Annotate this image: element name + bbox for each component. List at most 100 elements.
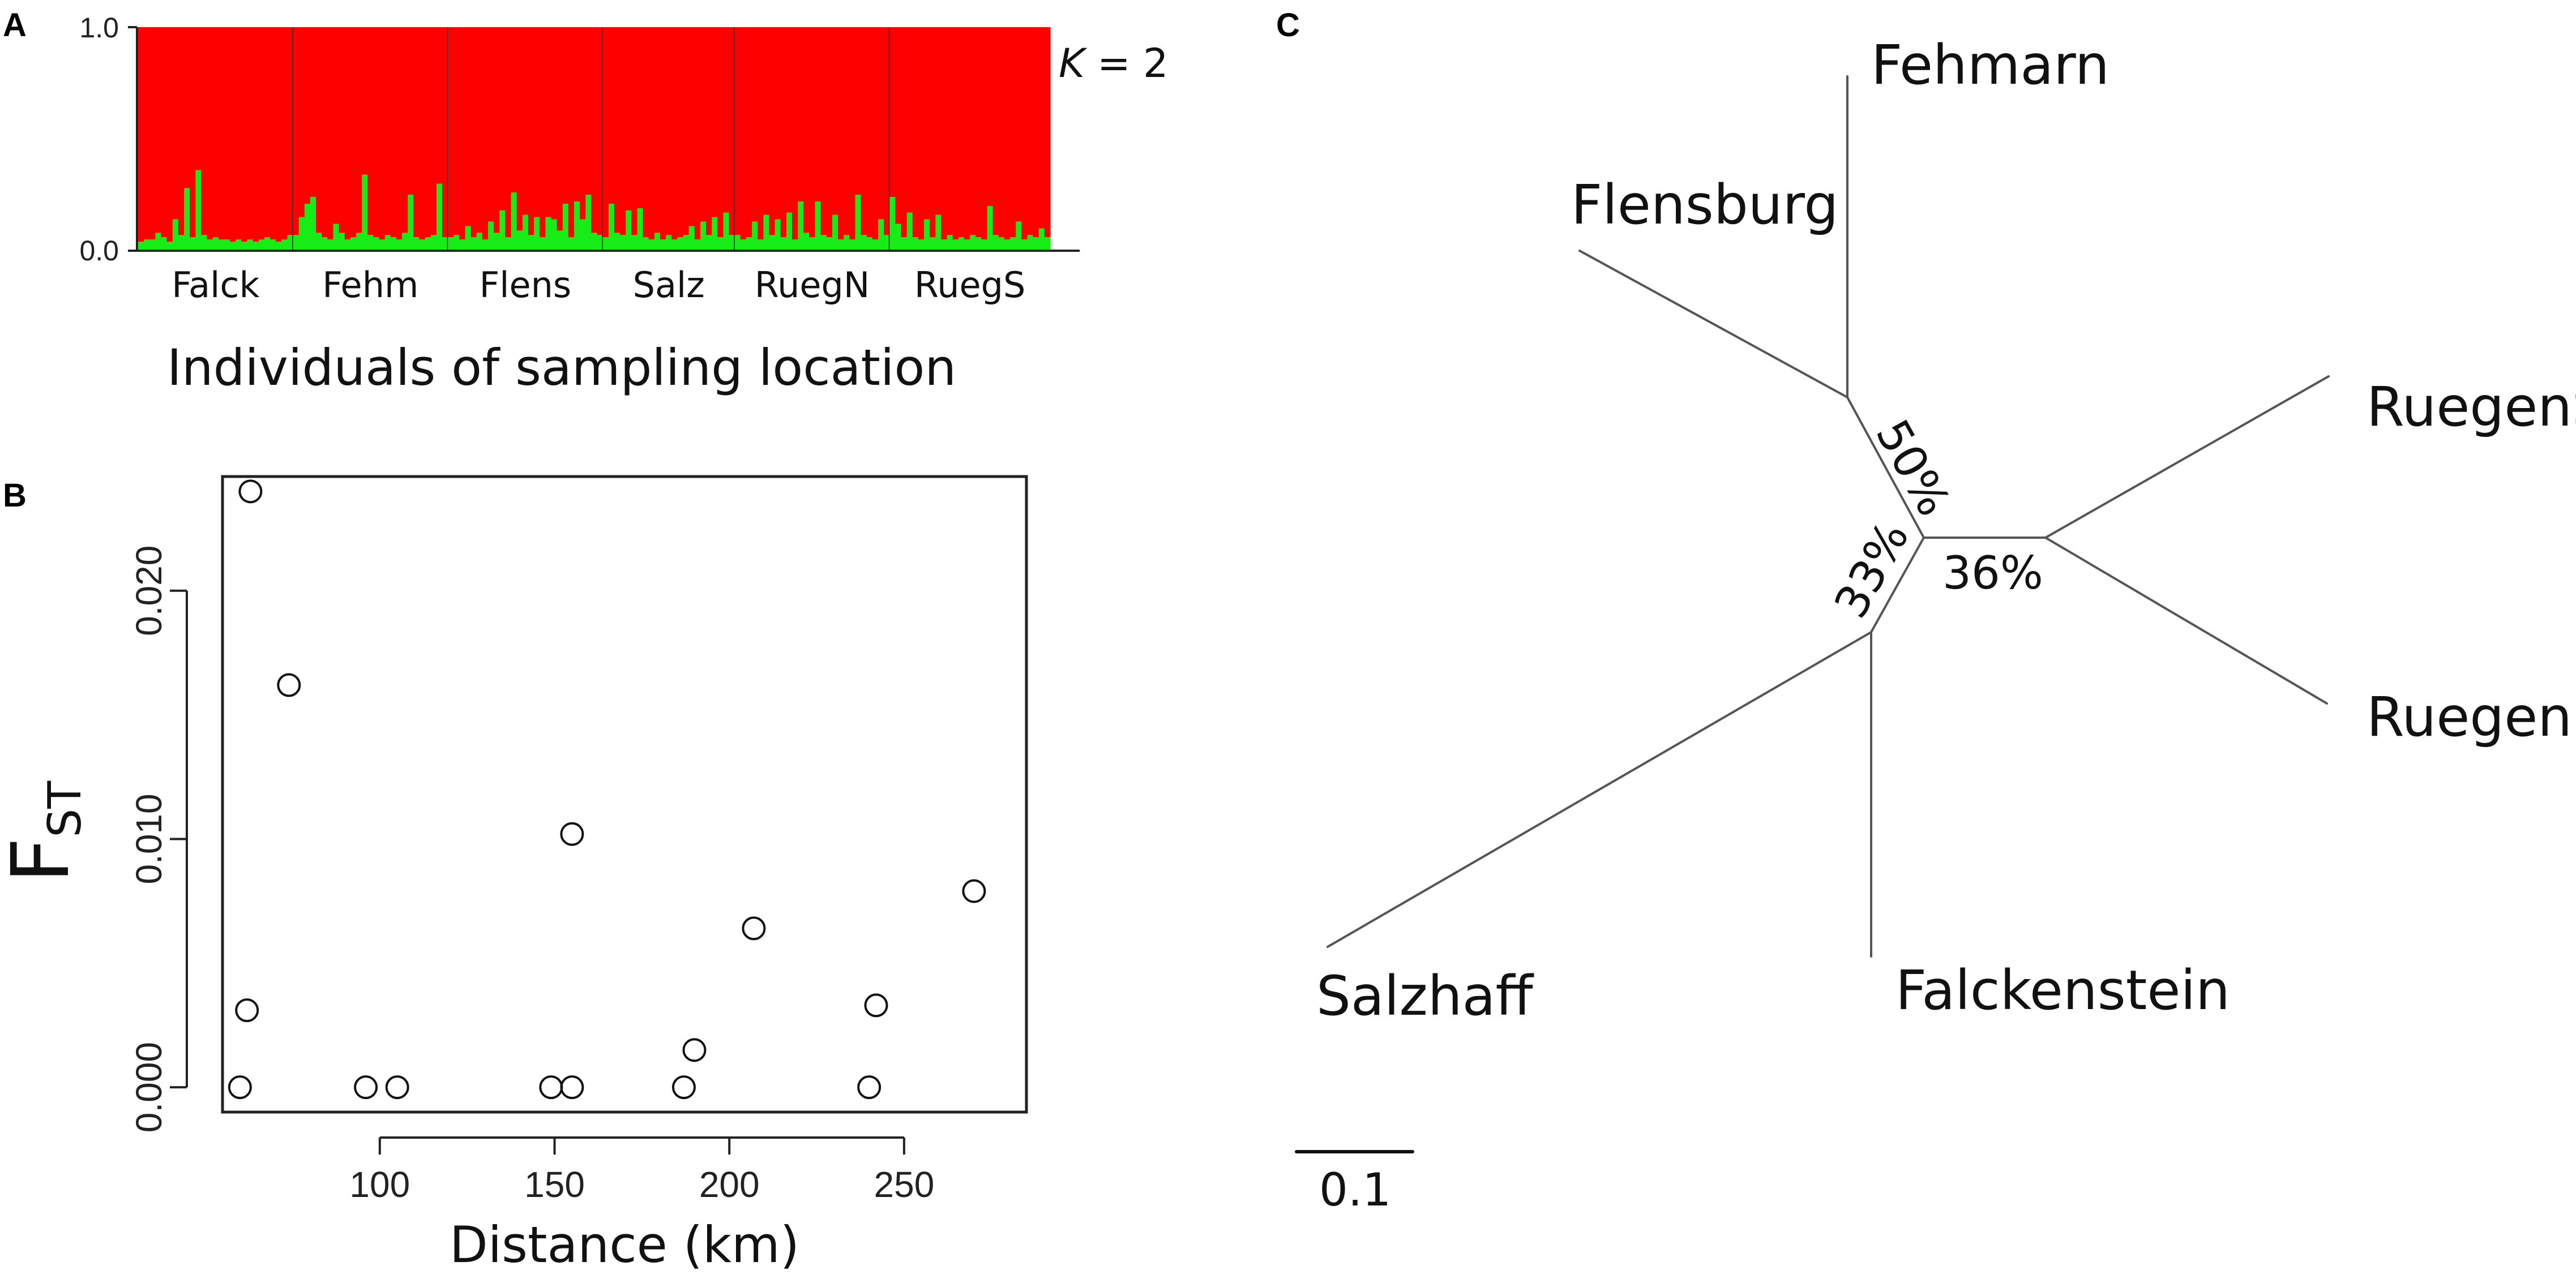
k-label-value: = 2	[1085, 40, 1169, 87]
structure-bar-red-RuegS-9	[941, 27, 948, 240]
structure-bar-green-RuegS-23	[1021, 239, 1028, 251]
structure-bar-green-Flens-1	[453, 235, 460, 251]
scatter-point-2	[560, 822, 584, 846]
structure-bar-green-RuegN-12	[803, 233, 810, 251]
structure-bar-red-RuegN-15	[820, 27, 827, 235]
structure-bar-red-RuegS-12	[958, 27, 965, 238]
structure-bar-green-Salz-10	[660, 239, 666, 251]
scatter-point-6	[235, 998, 259, 1023]
panel-a-letter: A	[3, 7, 27, 44]
structure-bar-red-RuegN-14	[815, 27, 821, 202]
structure-bar-red-RuegN-8	[780, 27, 787, 238]
structure-bar-red-RuegS-0	[889, 27, 896, 198]
structure-bar-green-Fehm-12	[362, 174, 368, 251]
structure-bar-green-RuegS-26	[1038, 228, 1045, 251]
structure-bar-green-Salz-13	[677, 237, 684, 251]
structure-bar-green-Falck-23	[270, 239, 276, 251]
structure-bar-red-Fehm-19	[402, 27, 408, 233]
structure-bar-red-Falck-6	[172, 27, 179, 220]
structure-bar-red-RuegS-7	[930, 27, 936, 238]
structure-bar-red-Falck-16	[230, 27, 236, 242]
structure-bar-green-RuegS-13	[964, 239, 970, 251]
structure-bar-green-Flens-0	[448, 237, 454, 251]
structure-bar-red-Fehm-11	[356, 27, 362, 233]
structure-bar-red-RuegN-23	[866, 27, 873, 238]
structure-bar-green-RuegN-24	[872, 239, 879, 251]
structure-bar-green-Falck-17	[236, 239, 242, 251]
structure-bar-red-RuegS-1	[895, 27, 902, 224]
structure-bar-green-RuegN-3	[752, 221, 758, 251]
scatter-point-1	[277, 673, 301, 697]
structure-bar-red-Flens-17	[545, 27, 552, 217]
structure-bar-red-Salz-8	[648, 27, 655, 240]
structure-bar-green-Fehm-6	[327, 239, 334, 251]
scatter-points	[228, 479, 986, 1100]
structure-bar-green-RuegN-18	[838, 239, 844, 251]
structure-group-label-RuegN: RuegN	[755, 264, 870, 306]
structure-bar-red-RuegN-1	[740, 27, 747, 240]
structure-bar-red-Fehm-25	[436, 27, 443, 184]
structure-bar-green-RuegN-1	[740, 239, 747, 251]
structure-group-label-Flens: Flens	[480, 264, 572, 306]
structure-bar-green-Salz-18	[706, 235, 712, 251]
structure-bar-red-Salz-2	[614, 27, 621, 233]
scatter-point-7	[682, 1038, 707, 1062]
structure-bar-red-Flens-11	[511, 27, 517, 193]
taxon-ruegenn: RuegenN	[2367, 685, 2576, 749]
structure-bar-red-Fehm-9	[344, 27, 351, 240]
structure-bar-red-Fehm-16	[384, 27, 391, 235]
structure-bar-red-Fehm-2	[304, 27, 311, 204]
structure-bar-green-Flens-6	[482, 239, 489, 251]
structure-bar-green-Flens-24	[585, 195, 592, 251]
structure-bar-green-Fehm-3	[310, 197, 316, 251]
scatter-point-8	[228, 1075, 252, 1100]
structure-bar-red-Salz-9	[654, 27, 661, 233]
scatter-point-11	[539, 1075, 563, 1100]
structure-bar-red-Flens-13	[522, 27, 529, 215]
structure-bar-red-Flens-3	[465, 27, 472, 226]
structure-bar-red-Salz-1	[608, 27, 615, 204]
structure-bar-red-Salz-18	[706, 27, 712, 235]
structure-bar-red-Fehm-5	[322, 27, 328, 238]
structure-bar-green-Salz-11	[666, 235, 672, 251]
structure-bar-red-Fehm-4	[316, 27, 322, 233]
structure-bar-green-RuegN-0	[734, 235, 741, 251]
structure-bar-red-Falck-17	[236, 27, 242, 240]
structure-bar-red-Flens-0	[448, 27, 454, 238]
structure-bar-red-Flens-26	[597, 27, 604, 235]
scatter-y-label: FST	[0, 780, 91, 883]
structure-bar-red-Falck-24	[276, 27, 282, 242]
structure-bar-red-Flens-19	[557, 27, 563, 231]
structure-bar-green-RuegN-15	[820, 235, 827, 251]
structure-bar-green-Salz-4	[626, 210, 632, 251]
structure-bar-green-Flens-26	[597, 235, 604, 251]
structure-bar-green-Falck-7	[178, 235, 185, 251]
structure-bar-green-Flens-11	[511, 192, 517, 251]
structure-bar-green-Flens-12	[516, 230, 523, 251]
structure-bar-green-RuegS-1	[895, 224, 902, 251]
structure-bar-red-RuegN-10	[792, 27, 798, 240]
scatter-plot-frame	[221, 475, 1028, 1114]
structure-bar-red-Flens-14	[528, 27, 534, 235]
structure-bar-red-Salz-16	[694, 27, 701, 240]
structure-bar-green-Fehm-26	[442, 237, 448, 251]
structure-bar-green-Salz-3	[620, 235, 626, 251]
structure-bar-green-Flens-3	[465, 226, 472, 251]
structure-bar-red-Salz-17	[700, 27, 707, 222]
panel-c-letter: C	[1276, 7, 1300, 44]
structure-bar-red-Flens-16	[540, 27, 546, 238]
structure-bar-red-Flens-20	[562, 27, 569, 204]
structure-bar-red-Flens-6	[482, 27, 489, 240]
structure-bar-red-RuegS-26	[1038, 27, 1045, 229]
structure-bar-green-Flens-5	[476, 233, 483, 251]
structure-bar-green-RuegN-2	[746, 237, 752, 251]
structure-bar-red-Fehm-0	[293, 27, 299, 235]
structure-bar-green-Flens-25	[591, 233, 598, 251]
structure-bar-green-Flens-4	[470, 237, 477, 251]
structure-bar-green-Falck-20	[253, 242, 259, 251]
